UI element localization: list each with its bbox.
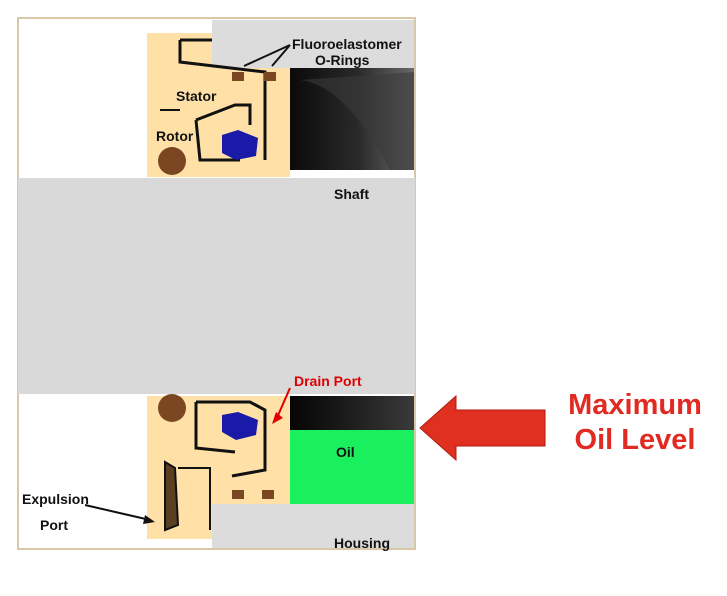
expulsion-port-label-line1: Expulsion xyxy=(22,491,89,507)
rotor-o-ring-top xyxy=(158,147,186,175)
rotor-seal-ring-bottom xyxy=(222,412,258,440)
oil-region xyxy=(290,430,414,504)
rotor-outline xyxy=(194,103,252,162)
housing-label: Housing xyxy=(334,535,390,551)
max-oil-level-line1: Maximum xyxy=(568,389,702,421)
rotor-seal-ring-top xyxy=(222,130,258,160)
red-left-arrow-icon xyxy=(419,394,546,462)
o-ring-icon xyxy=(264,72,276,81)
stator-outline xyxy=(178,38,267,160)
expulsion-port-arrowhead xyxy=(143,515,155,524)
cavity-bottom xyxy=(290,396,414,430)
shaft xyxy=(18,178,415,394)
expulsion-channel xyxy=(164,460,180,532)
o-rings-label-line1: Fluoroelastomer xyxy=(292,36,402,52)
stator-label: Stator xyxy=(176,88,217,104)
expulsion-port-label-line2: Port xyxy=(40,517,68,533)
housing-plate-top xyxy=(212,20,414,68)
shaft-label: Shaft xyxy=(334,186,369,202)
rotor-o-ring-bottom xyxy=(158,394,186,422)
rotor-label: Rotor xyxy=(156,128,194,144)
housing-plate-bottom xyxy=(212,504,414,548)
o-ring-pointer-arrow-icon xyxy=(271,44,291,67)
max-oil-level-line2: Oil Level xyxy=(574,424,696,456)
drain-port-label: Drain Port xyxy=(294,373,362,389)
o-ring-icon xyxy=(232,490,244,499)
o-ring-icon xyxy=(232,72,244,81)
drain-port-arrowhead xyxy=(272,412,283,424)
stator-outline-bottom xyxy=(194,400,267,478)
o-ring-pointer-arrow-icon xyxy=(243,44,291,67)
o-ring-icon xyxy=(262,490,274,499)
cavity-curve-top xyxy=(300,72,414,170)
o-rings-label-line2: O-Rings xyxy=(315,52,370,68)
oil-label: Oil xyxy=(336,444,355,460)
expulsion-channel-outline xyxy=(178,467,211,530)
expulsion-port-pointer xyxy=(84,504,151,521)
